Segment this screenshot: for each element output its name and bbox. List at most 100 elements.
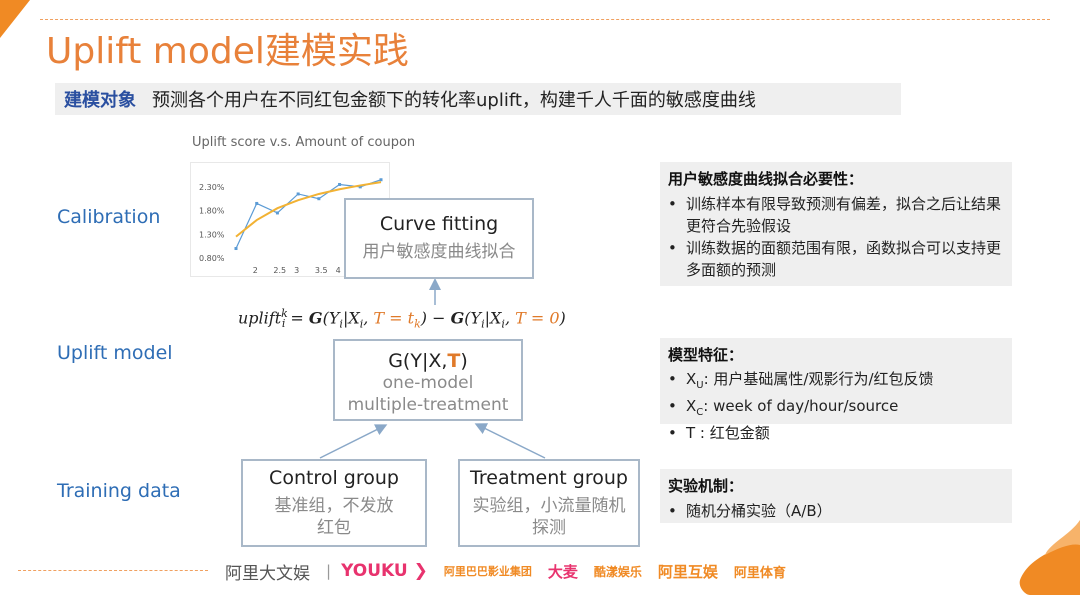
bullet: • [668, 397, 677, 415]
chart-title: Uplift score v.s. Amount of coupon [192, 135, 416, 150]
bullet: • [668, 195, 677, 213]
logo-separator: | [326, 562, 332, 580]
feature-xu-text: : 用户基础属性/观影行为/红包反馈 [703, 370, 934, 388]
logo-ali-games: 阿里互娱 [657, 562, 718, 581]
control-group-desc-1: 基准组，不发放 [274, 496, 394, 516]
formula-tk: k [414, 317, 421, 331]
logo-alibaba-pictures: 阿里巴巴影业集团 [443, 565, 532, 578]
formula-x2: |X [484, 308, 502, 328]
objective-bar: 建模对象 预测各个用户在不同红包金额下的转化率uplift，构建千人千面的敏感度… [55, 83, 901, 115]
data-point [317, 197, 321, 201]
y-tick-label: 1.30% [199, 230, 225, 239]
note-curve-necessity-title: 用户敏感度曲线拟合必要性： [668, 170, 864, 188]
control-group-box: Control group 基准组，不发放 红包 [241, 459, 427, 547]
x-tick-label: 4 [336, 266, 341, 275]
formula-comma1: , [363, 308, 374, 328]
note-curve-item: • 训练数据的面额范围有限，函数拟合可以支持更多面额的预测 [668, 237, 1004, 281]
curve-fitting-subtitle: 用户敏感度曲线拟合 [362, 242, 516, 262]
bottom-divider [18, 570, 208, 571]
formula-comma2: , [504, 308, 516, 328]
arrow-treatment-to-model [474, 423, 546, 459]
formula-x2-sub: i [501, 317, 505, 331]
note-experiment-mechanism: 实验机制： • 随机分桶实验（A/B） [660, 469, 1012, 523]
formula-y1-sub: i [339, 317, 343, 331]
x-tick-label: 2 [253, 266, 258, 275]
feature-xc: • XC: week of day/hour/source [668, 396, 1004, 423]
formula-y1: (Y [322, 308, 340, 328]
note-model-features: 模型特征： •XU: 用户基础属性/观影行为/红包反馈 •XC: week of… [660, 338, 1012, 442]
data-point [255, 201, 259, 205]
formula-g2: G [450, 308, 465, 328]
data-point [358, 185, 362, 189]
logo-alibaba-entertainment: 阿里大文娱 [225, 563, 310, 584]
feature-xc-text: : week of day/hour/source [703, 397, 899, 415]
note-curve-item: •训练样本有限导致预测有偏差，拟合之后让结果更符合先验假设 [668, 193, 1004, 237]
treatment-group-desc-2: 探测 [532, 518, 566, 538]
bullet: • [668, 502, 677, 520]
formula-g1: G [308, 308, 323, 328]
formula-x1-sub: i [359, 317, 364, 331]
formula-t1: T = t [373, 308, 415, 328]
model-title-t: T [447, 350, 461, 372]
model-title: G(Y|X,T) [335, 350, 521, 372]
mechanism-item: • 随机分桶实验（A/B） [668, 500, 1004, 522]
data-point [338, 182, 342, 186]
y-tick-label: 2.30% [199, 183, 225, 192]
feature-xc-sub: C [696, 407, 704, 418]
model-title-suffix: ) [460, 350, 468, 372]
corner-decoration [0, 0, 30, 38]
top-divider [40, 19, 1050, 20]
treatment-group-box: Treatment group 实验组，小流量随机 探测 [458, 459, 640, 547]
feature-t-text: T : 红包金额 [686, 424, 770, 442]
formula-lhs: uplift [238, 308, 282, 328]
formula-close2: ) [559, 308, 566, 328]
control-group-title: Control group [269, 467, 399, 489]
note-model-features-title: 模型特征： [668, 346, 744, 364]
formula-t2: T = 0 [515, 308, 560, 328]
bullet: • [668, 424, 677, 442]
y-tick-label: 1.80% [199, 207, 225, 216]
formula-eq: = [285, 308, 309, 328]
fox-tail-decoration [1019, 520, 1080, 595]
formula-sub: i [281, 317, 286, 331]
data-point [275, 211, 279, 215]
mechanism-item-text: 随机分桶实验（A/B） [686, 502, 832, 520]
data-point [379, 178, 383, 182]
uplift-formula: upliftki = G(Yi|Xi, T = tk) − G(Yi|Xi, T… [238, 307, 566, 330]
data-point [234, 247, 238, 251]
note-curve-necessity: 用户敏感度曲线拟合必要性： •训练样本有限导致预测有偏差，拟合之后让结果更符合先… [660, 162, 1012, 286]
formula-x1: |X [342, 308, 360, 328]
slide-title: Uplift model建模实践 [46, 31, 409, 72]
logo-ali-sports: 阿里体育 [733, 565, 786, 581]
x-tick-label: 3.5 [315, 266, 328, 275]
x-tick-label: 2.5 [273, 266, 286, 275]
bullet: • [668, 370, 677, 388]
formula-y2: (Y [464, 308, 482, 328]
logo-youku: YOUKU ❯ [341, 561, 428, 581]
bullet: • [668, 239, 677, 257]
logo-cool-young: 酷漾娱乐 [593, 564, 642, 579]
model-subtitle-1: one-model [382, 373, 474, 393]
objective-label: 建模对象 [64, 90, 136, 111]
series-line-1 [235, 181, 382, 238]
control-group-desc-2: 红包 [317, 518, 351, 538]
row-label-uplift-model: Uplift model [57, 342, 173, 364]
row-label-calibration: Calibration [57, 206, 161, 228]
model-title-prefix: G(Y|X, [388, 350, 448, 372]
note-curve-item-text: 训练数据的面额范围有限，函数拟合可以支持更多面额的预测 [686, 239, 1002, 279]
x-tick-label: 3 [294, 266, 299, 275]
feature-xc-label: X [686, 397, 697, 415]
feature-xu: • XU: 用户基础属性/观影行为/红包反馈 [668, 369, 1004, 396]
arrow-control-to-model [319, 424, 388, 459]
feature-xu-label: X [686, 370, 697, 388]
formula-sup: k [281, 307, 288, 320]
uplift-model-box: G(Y|X,T) one-model multiple-treatment [333, 339, 523, 421]
y-tick-label: 0.80% [199, 254, 225, 263]
treatment-group-desc-1: 实验组，小流量随机 [472, 496, 626, 516]
model-subtitle-2: multiple-treatment [347, 395, 509, 415]
feature-t: • T : 红包金额 [668, 423, 1004, 443]
feature-xu-sub: U [696, 380, 704, 391]
note-mechanism-title: 实验机制： [668, 477, 744, 495]
objective-text: 预测各个用户在不同红包金额下的转化率uplift，构建千人千面的敏感度曲线 [152, 90, 756, 111]
